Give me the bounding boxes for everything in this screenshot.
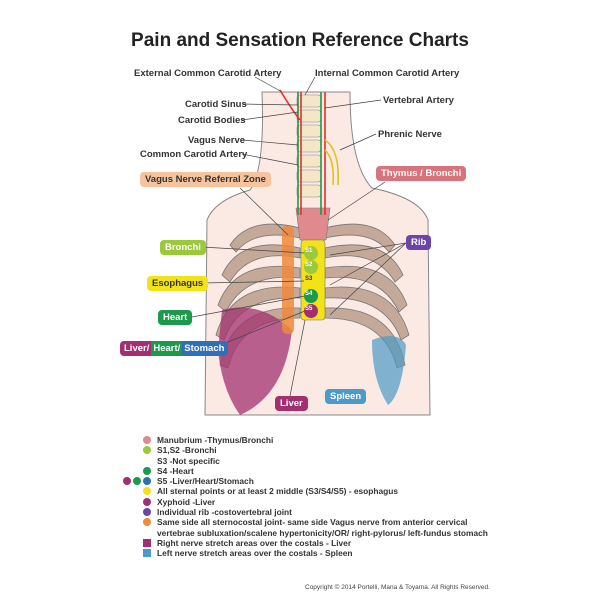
pink-dot-icon xyxy=(143,436,151,444)
magenta-dot-icon xyxy=(123,477,131,486)
vagus-referral-zone xyxy=(282,226,294,334)
label-common-carotid: Common Carotid Artery xyxy=(140,149,248,160)
badge-spleen: Spleen xyxy=(325,389,367,404)
sternal-point-s3 xyxy=(304,274,318,288)
neck-vessels xyxy=(279,89,340,215)
legend-text: S5 -Liver/Heart/Stomach xyxy=(157,476,254,487)
copyright: Copyright © 2014 Portelli, Mana & Toyama… xyxy=(305,584,490,591)
legend-text: S4 -Heart xyxy=(157,465,194,476)
legend-item: Xyphoid -Liver xyxy=(126,497,488,507)
badge-part-heart: Heart/ xyxy=(151,341,183,356)
legend-text: Manubrium -Thymus/Bronchi xyxy=(157,435,274,445)
badge-liver: Liver xyxy=(275,396,308,411)
legend-text: Xyphoid -Liver xyxy=(157,496,216,507)
label-external-carotid: External Common Carotid Artery xyxy=(134,68,282,79)
s4-label: S4 xyxy=(305,291,313,297)
green-dot-icon xyxy=(133,477,141,486)
magenta-square-icon xyxy=(143,538,151,547)
liver-region xyxy=(218,307,292,415)
badge-rib: Rib xyxy=(406,235,432,250)
sternal-point-s2 xyxy=(304,260,318,274)
label-carotid-sinus: Carotid Sinus xyxy=(185,99,247,110)
legend-text: All sternal points or at least 2 middle … xyxy=(157,486,399,497)
legend-text: S3 -Not specific xyxy=(157,455,220,466)
badge-part-stomach: Stomach xyxy=(182,341,229,356)
legend-item: Manubrium -Thymus/Bronchi xyxy=(126,435,488,445)
legend-text: vertebrae subluxation/scalene hypertonic… xyxy=(157,527,488,538)
badge-heart: Heart xyxy=(158,310,193,325)
s3-label: S3 xyxy=(305,276,313,282)
spleen-region xyxy=(372,336,406,405)
light-green-dot-icon xyxy=(143,446,151,455)
label-phrenic-nerve: Phrenic Nerve xyxy=(378,129,442,140)
legend-item: All sternal points or at least 2 middle … xyxy=(126,486,488,496)
legend-text: Same side all sternocostal joint- same s… xyxy=(157,517,468,528)
legend-item: Right nerve stretch areas over the costa… xyxy=(126,538,488,548)
legend-item: Individual rib -costovertebral joint xyxy=(126,507,488,517)
legend-text: Left nerve stretch areas over the costal… xyxy=(157,548,353,559)
sternal-point-s1 xyxy=(304,246,318,260)
purple-dot-icon xyxy=(143,508,151,517)
magenta-dot-icon xyxy=(143,497,151,506)
badge-bronchi: Bronchi xyxy=(160,240,206,255)
legend-item: S4 -Heart xyxy=(126,466,488,476)
legend-item: Same side all sternocostal joint- same s… xyxy=(126,517,488,527)
badge-thymus-bronchi: Thymus / Bronchi xyxy=(376,166,467,181)
legend-item: S1,S2 -Bronchi xyxy=(126,445,488,455)
green-dot-icon xyxy=(143,466,151,475)
label-vertebral-artery: Vertebral Artery xyxy=(383,95,454,106)
page-title: Pain and Sensation Reference Charts xyxy=(131,30,469,51)
s2-label: S2 xyxy=(305,262,313,268)
badge-esophagus: Esophagus xyxy=(147,276,209,291)
blue-dot-icon xyxy=(143,477,151,486)
legend-text: Right nerve stretch areas over the costa… xyxy=(157,537,352,548)
yellow-dot-icon xyxy=(143,487,151,496)
s5-label: S5 xyxy=(305,306,313,312)
legend-item: vertebrae subluxation/scalene hypertonic… xyxy=(126,528,488,538)
legend-item: S3 -Not specific xyxy=(126,456,488,466)
leader-lines xyxy=(191,76,407,397)
legend-text: Individual rib -costovertebral joint xyxy=(157,507,292,518)
legend-item: S5 -Liver/Heart/Stomach xyxy=(123,476,488,487)
manubrium xyxy=(295,207,331,241)
sternal-points xyxy=(304,246,318,318)
sternal-point-s4 xyxy=(304,289,318,303)
badge-liver-heart-stomach: Liver/ Heart/ Stomach xyxy=(120,341,229,356)
label-vagus-nerve: Vagus Nerve xyxy=(188,135,246,146)
legend: Manubrium -Thymus/Bronchi S1,S2 -Bronchi… xyxy=(123,435,488,559)
label-carotid-bodies: Carotid Bodies xyxy=(178,115,246,126)
orange-dot-icon xyxy=(143,518,151,527)
blue-square-icon xyxy=(143,549,151,558)
badge-vagus-referral-zone: Vagus Nerve Referral Zone xyxy=(140,172,271,187)
label-internal-carotid: Internal Common Carotid Artery xyxy=(315,68,460,79)
badge-part-liver: Liver/ xyxy=(120,341,152,356)
legend-text: S1,S2 -Bronchi xyxy=(157,445,217,456)
legend-item: Left nerve stretch areas over the costal… xyxy=(126,548,488,558)
s1-label: S1 xyxy=(305,248,313,254)
sternal-point-s5 xyxy=(304,304,318,318)
